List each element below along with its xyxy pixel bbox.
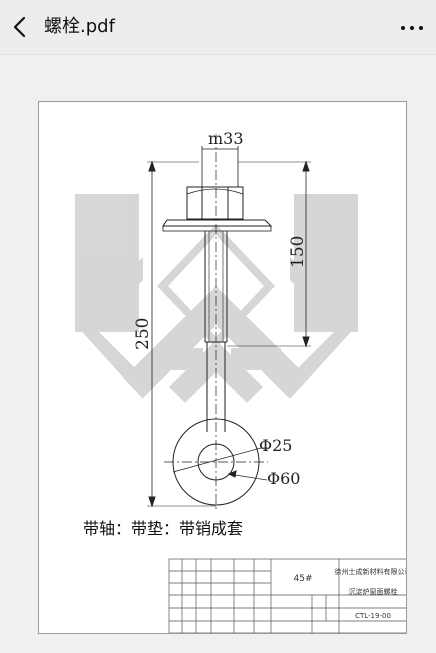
- title-block-company: 徐州士成新材料有限公司: [335, 567, 407, 576]
- dim-small-dia-label: Φ25: [259, 436, 292, 455]
- dim-length-label: 250: [133, 318, 153, 350]
- dim-upper-label: 150: [288, 236, 308, 268]
- title-block-material: 45#: [294, 574, 313, 584]
- document-title: 螺栓.pdf: [44, 16, 115, 37]
- drawing-note: 带轴：带垫：带销成套: [83, 519, 243, 538]
- title-block-drawing-no: CTL-19-00: [355, 612, 391, 620]
- engineering-drawing: m33 250 150 Φ25 Φ60 带轴：带垫：带销成套 45# 徐州士成新…: [75, 129, 407, 633]
- dim-thread-label: m33: [208, 129, 244, 148]
- title-block: [168, 558, 406, 633]
- title-block-part-name: 沉淀炉窗面螺栓: [349, 587, 398, 596]
- watermark-logo: [75, 194, 358, 403]
- pdf-page[interactable]: m33 250 150 Φ25 Φ60 带轴：带垫：带销成套 45# 徐州士成新…: [38, 101, 407, 634]
- top-bar: 螺栓.pdf: [0, 0, 436, 55]
- dim-large-dia-label: Φ60: [267, 469, 300, 488]
- ellipsis-icon[interactable]: [398, 18, 426, 38]
- bolt-drawing: [147, 134, 311, 510]
- chevron-left-icon[interactable]: [10, 14, 32, 40]
